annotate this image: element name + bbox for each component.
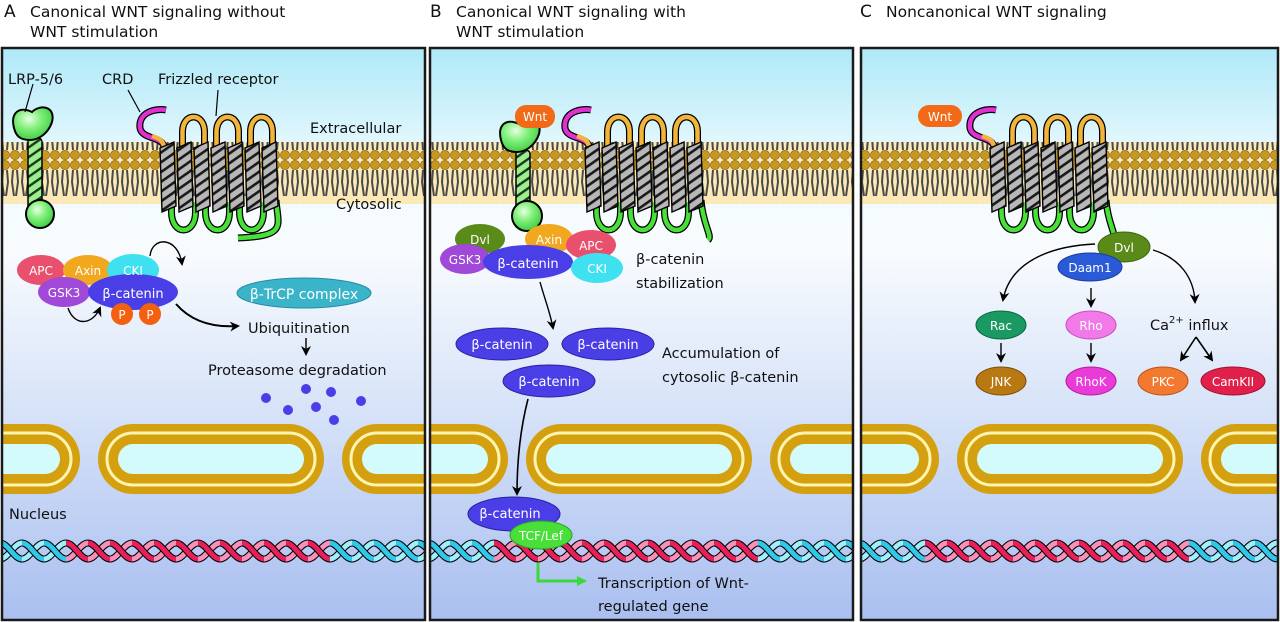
bcatenin-label: β-catenin [102,287,163,302]
panel-a: LRP-5/6 CRD Frizzled receptor Extracellu… [8,72,402,523]
panel-border [859,46,1280,622]
wnt-ligand-c [918,105,962,127]
proteasome-label: Proteasome degradation [208,363,387,379]
rho [1065,310,1117,340]
gsk3-label: GSK3 [48,286,80,300]
extracellular-label: Extracellular [310,121,401,137]
panel-c-title: Noncanonical WNT signaling [886,3,1107,21]
bcatenin-free-1-label: β-catenin [471,338,532,353]
transcription-arrow [536,563,587,586]
panel-c-letter: C [860,2,872,22]
camkii-label: CamKII [1212,375,1254,389]
stabilization-label-1: β-catenin [636,252,704,268]
cki-label: CKI [123,264,143,278]
axin-label-b: Axin [536,233,562,247]
daam1 [1057,252,1123,282]
rac-branch-arrow [999,243,1096,302]
jnk [975,366,1027,396]
apc-label: APC [29,264,53,278]
pkc-arrow [1179,336,1197,362]
ubiquitination-arrow [175,303,240,332]
tcf-label: TCF/Lef [518,529,564,543]
frizzled-receptor [136,106,282,242]
axin-label: Axin [75,264,101,278]
panel-a-heading: A Canonical WNT signaling without WNT st… [4,2,424,46]
lrp-receptor [12,83,55,229]
jnk-label: JNK [990,375,1013,389]
phospho-1-label: P [118,308,125,322]
calcium-branch-arrow [1152,249,1200,304]
lrp-label: LRP-5/6 [8,72,63,88]
bcatenin-label-b: β-catenin [497,257,558,272]
ubiquitination-label: Ubiquitination [248,321,350,337]
accumulation-label-1: Accumulation of [662,346,780,362]
rac-label: Rac [990,319,1012,333]
frizzled-receptor-c [966,106,1118,242]
bcatenin-free-3-label: β-catenin [518,375,579,390]
panel-b-letter: B [430,2,442,22]
rhok [1065,366,1117,396]
nuclear-envelope [430,424,853,494]
bcatenin-free-2-label: β-catenin [577,338,638,353]
pkc-label: PKC [1152,375,1175,389]
calcium-influx-label: Ca2+ influx [1150,315,1229,334]
phospho-2-label: P [146,308,153,322]
panel-b-title: Canonical WNT signaling with WNT stimula… [456,3,686,41]
degraded-fragments [261,384,366,425]
panel-c-heading: C Noncanonical WNT signaling [860,2,1280,46]
panel-c: Wnt Dvl Daam1 Rac Rho Ca2+ influx JNK Rh… [918,105,1266,396]
gsk3-protein [38,277,90,307]
accumulation-label-2: cytosolic β-catenin [662,370,799,386]
nuclear-translocation-arrow [512,398,529,496]
panel-border [428,46,855,622]
cki-phosphorylation-arrow [149,241,186,266]
wnt-label-c: Wnt [928,110,952,124]
transcription-label-2: regulated gene [598,599,709,615]
panel-a-letter: A [4,2,16,22]
dvl-label-b: Dvl [470,233,490,247]
dvl-c [1097,231,1151,263]
rhok-label: RhoK [1075,375,1107,389]
crd-label: CRD [102,72,133,88]
bcatenin-protein [88,274,178,310]
rac [975,310,1027,340]
wnt-ligand-b [515,105,555,128]
panel-frame-3 [859,46,1280,622]
gsk3-phosphorylation-arrow [67,306,102,323]
camkii-arrow [1195,336,1214,362]
free-bcatenin: β-catenin β-catenin β-catenin [455,327,655,398]
btrcp-label: β-TrCP complex [250,287,358,303]
cytosolic-label: Cytosolic [336,197,402,213]
pkc [1137,366,1189,396]
axin-protein [63,255,113,285]
phospho-2 [139,303,161,325]
apc-label-b: APC [579,239,603,253]
dvl-label-c: Dvl [1114,241,1134,255]
daam1-label: Daam1 [1068,261,1111,275]
apc-protein [17,255,65,285]
panel-b-heading: B Canonical WNT signaling with WNT stimu… [430,2,850,46]
panel-border [0,46,427,622]
destruction-complex: APC Axin CKI GSK3 β-catenin P P [17,254,178,325]
nuclear-envelope [861,424,1278,494]
signalosome-complex: Dvl Axin APC GSK3 β-catenin CKI [440,224,623,283]
bcatenin-nuclear-label: β-catenin [479,507,540,522]
release-arrow [539,281,557,330]
panel-b: Wnt Dvl Axin APC GSK3 β-catenin CKI β-ca… [440,105,799,615]
frizzled-receptor-b [561,106,713,243]
gsk3-label-b: GSK3 [449,253,481,267]
tcf-lef [509,520,573,550]
cki-label-b: CKI [587,262,607,276]
panel-a-title: Canonical WNT signaling without WNT stim… [30,3,286,41]
phospho-1 [111,303,133,325]
camkii [1200,366,1266,396]
rho-label: Rho [1079,319,1102,333]
stabilization-label-2: stabilization [636,276,724,292]
transcription-label-1: Transcription of Wnt- [597,576,749,592]
btrcp-complex [236,277,372,309]
nuclear-envelope [2,424,425,494]
nucleus-label: Nucleus [9,507,67,523]
wnt-label-b: Wnt [523,110,547,124]
frizzled-label: Frizzled receptor [158,72,278,88]
